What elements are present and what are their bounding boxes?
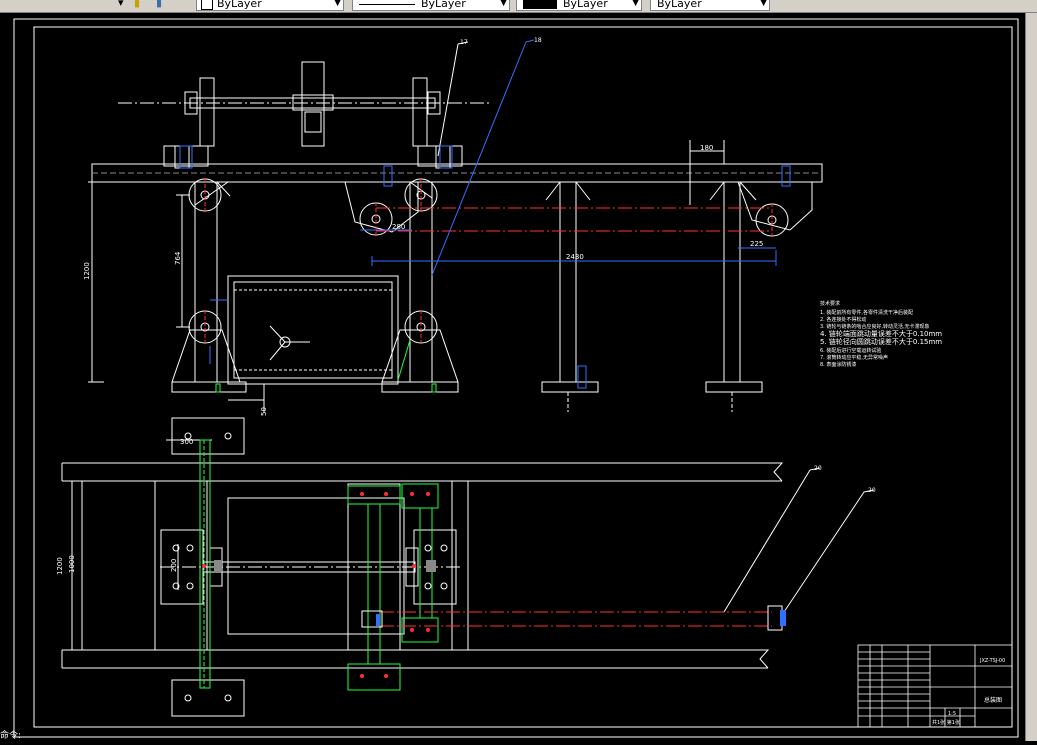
color-control-combo[interactable]: ByLayer ▼ [196,0,344,11]
green-marks-front [215,339,437,393]
dim-50: 50 [260,407,268,416]
dim-1000: 1000 [68,555,76,573]
green-sprockets-top [199,439,439,691]
dim-764: 764 [174,251,182,265]
blue-annotations-front [179,39,791,389]
drawing-scale: 1:5 [948,711,956,717]
note-1: 1. 装配前所有零件,各零件清洗干净后装配 [820,309,913,316]
plotstyle-control-value: ByLayer [657,0,702,10]
linetype-control-combo[interactable]: ByLayer ▼ [352,0,510,11]
doc-number: JXZ-TSJ-00 [979,658,1005,664]
blue-marks-top [214,560,786,626]
note-8: 8. 表面涂防锈漆 [820,361,856,368]
chain-center-lines-front [204,178,773,344]
sprocket-bolts [202,492,430,678]
dim-180: 180 [700,144,713,152]
dim-225: 225 [750,240,763,248]
drawing-sheet: 共1张 第1张 [932,719,960,726]
drawing-canvas[interactable]: 180 764 1200 280 225 2430 50 17 18 技术要求 … [0,13,1037,741]
top-view-dimensions: 300 200 1200 1000 20 20 [56,438,876,575]
properties-toolbar: ▾ ▮ ▮ ByLayer ▼ ByLayer ▼ ByLayer ▼ ByLa… [0,0,1037,13]
sheet-outer-border [13,18,1019,738]
layer-previous-icon[interactable]: ▮ [156,0,163,9]
linetype-sample-icon [359,3,415,5]
title-block [857,644,1013,728]
lineweight-control-combo[interactable]: ByLayer ▼ [516,0,642,11]
color-control-value: ByLayer [217,0,262,10]
dim-200: 200 [170,559,178,572]
dim-280: 280 [392,223,405,231]
balloon-20b: 20 [868,487,876,494]
note-4: 4. 链轮端面跳动量误差不大于0.10mm [820,329,942,338]
note-2: 2. 各连接处不得松动 [820,316,866,323]
front-view [88,41,823,412]
sheet-inner-border [33,26,1013,728]
note-7: 7. 滚筒转动应平稳,无异常噪声 [820,354,888,361]
vertical-scrollbar[interactable] [1025,13,1037,741]
dim-1200-top: 1200 [56,557,64,575]
lineweight-sample-icon [523,0,557,9]
dim-300: 300 [180,438,193,446]
note-title: 技术要求 [820,300,840,307]
chevron-down-icon[interactable]: ▼ [500,0,507,8]
balloon-17: 17 [460,39,468,46]
title-block-text: JXZ-TSJ-00 总装图 1:5 共1张 第1张 [932,658,1005,726]
technical-notes: 技术要求 1. 装配前所有零件,各零件清洗干净后装配 2. 各连接处不得松动 3… [820,300,942,368]
color-swatch-icon [201,0,213,10]
front-view-dimensions: 180 764 1200 280 225 2430 50 17 18 [83,37,763,416]
balloon-18: 18 [534,37,542,44]
note-6: 6. 装配后进行空载运转试验 [820,347,881,354]
layer-states-icon[interactable]: ▮ [134,0,141,9]
chevron-down-icon[interactable]: ▼ [334,0,341,8]
plotstyle-control-combo[interactable]: ByLayer ▼ [650,0,770,11]
chevron-down-icon[interactable]: ▼ [760,0,767,8]
balloon-20: 20 [814,465,822,472]
lineweight-control-value: ByLayer [563,0,608,10]
linetype-control-value: ByLayer [421,0,466,10]
dim-1200: 1200 [83,262,91,280]
dropdown-arrow-icon[interactable]: ▾ [118,0,124,9]
chain-center-lines-top [361,605,783,631]
note-5: 5. 链轮径向圆跳动误差不大于0.15mm [820,337,942,346]
drawing-name: 总装图 [984,696,1002,704]
note-3: 3. 链轮与链条的啮合应良好,转动灵活,无卡滞现象 [820,323,930,330]
chevron-down-icon[interactable]: ▼ [632,0,639,8]
top-view [61,417,875,717]
command-line[interactable]: 命令: [0,731,22,741]
dim-2430: 2430 [566,253,584,261]
